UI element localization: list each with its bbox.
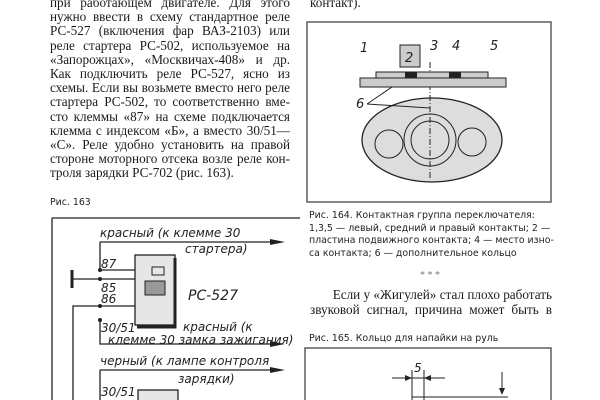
wire-label-red-ignition: красный (к [183,320,253,334]
label-6: 6 [356,97,364,112]
wire-label-red-ignition-2: клемме 30 замка зажигания) [108,333,293,347]
wire-label-red-starter: красный (к клемме 30 [100,226,241,240]
text-line: схемы. Если вы возьмете вместо него реле [50,80,290,96]
label-2: 2 [405,51,413,66]
text-line: РС-527 (включения фар ВАЗ-2103) или [50,23,290,39]
wire-label-black-2: зарядки) [178,372,235,386]
dimension-5: 5 [414,361,422,375]
text-line: «С». Реле удобно установить на правой [50,137,290,153]
text-line: стартера РС-502, то соответственно вме- [50,94,290,110]
wire-label-black: черный (к лампе контроля [100,354,269,368]
body-paragraph-right: Если у «Жигулей» стал плохо работать зву… [310,287,552,317]
caption-line: 1,3,5 — левый, средний и правый контакты… [309,222,551,234]
text-line: Если у «Жигулей» стал плохо работать [332,287,552,302]
caption-line: Рис. 164. Контактная группа переключател… [309,210,535,221]
caption-line: са контакта; 6 — дополнительное кольцо [309,247,517,259]
text-line: Как подключить реле РС-527, ясно из [50,66,290,82]
wire-label-red-starter-2: стартера) [185,242,248,256]
text-line: клемма с индексом «Б», а вместо 30/51— [50,122,290,138]
text-line: реле стартера РС-502, используемое на [50,37,290,53]
text-line: нужно ввести в схему стандартное реле [50,9,290,25]
terminal-86: 86 [101,292,117,306]
text-line: троля зарядки РС-702 (рис. 163). [50,165,234,181]
text-line: сто клеммы «87» на схеме подключается [50,108,290,124]
body-paragraph-left: при работающем двигателе. Для этого нужн… [50,0,290,181]
relay-label: РС-527 [188,288,238,304]
right-top-text: контакт). [310,0,361,10]
label-4: 4 [452,39,460,54]
label-5: 5 [490,39,498,54]
text-line: звуковой сигнал, причина может быть в [310,302,552,317]
text-line: стороне моторного отсека возле реле кон- [50,151,290,167]
terminal-85: 85 [101,281,116,295]
terminal-30-51: 30/51 [101,321,136,335]
fig163-caption: Рис. 163 [50,197,91,208]
terminal-30-51-b: 30/51 [101,385,136,399]
section-separator: * * * [420,270,440,281]
text-line: «Запорожцах», «Москвичах-408» и др. [50,51,290,67]
terminal-87: 87 [101,257,117,271]
text-line: при работающем двигателе. Для этого [50,0,290,10]
fig164-caption: Рис. 164. Контактная группа переключател… [309,210,554,260]
fig165-caption: Рис. 165. Кольцо для напайки на руль [309,333,499,344]
label-3: 3 [430,39,438,54]
label-1: 1 [360,41,368,56]
caption-line: пластина подвижного контакта; 4 — место … [309,235,554,246]
